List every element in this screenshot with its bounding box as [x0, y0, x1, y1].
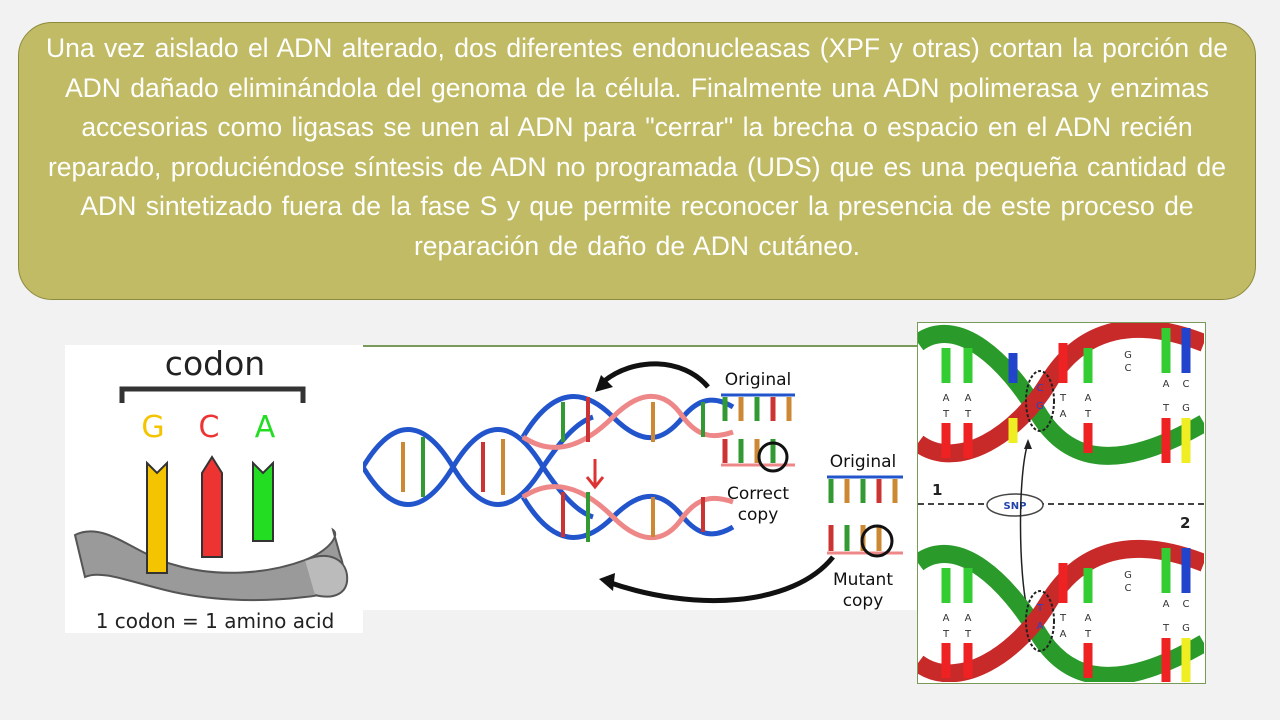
- top-upper-3: T: [1059, 393, 1067, 404]
- label-2: 2: [1180, 514, 1190, 532]
- codon-caption: 1 codon = 1 amino acid: [96, 609, 335, 633]
- description-text: Una vez aislado el ADN alterado, dos dif…: [46, 33, 1228, 261]
- correct-copy-label-2: copy: [738, 505, 779, 525]
- curved-arrow-bottom-icon: [607, 555, 835, 603]
- top-upper-snp: C: [1037, 383, 1044, 394]
- base-a-icon: [252, 460, 274, 542]
- mutant-copy-label-1: Mutant: [833, 570, 893, 590]
- label-1: 1: [932, 481, 942, 499]
- top-lower-7: G: [1182, 403, 1190, 414]
- correct-copy-label-1: Correct: [727, 484, 789, 504]
- bottom-upper-snp: T: [1036, 603, 1044, 614]
- original-strand-bottom: [827, 475, 903, 558]
- top-lower-6: T: [1162, 403, 1170, 414]
- top-upper-6: A: [1163, 379, 1170, 390]
- codon-bracket: [119, 386, 306, 403]
- top-upper-1: A: [965, 393, 972, 404]
- bottom-lower-4: T: [1084, 629, 1092, 640]
- original-label-top: Original: [725, 370, 792, 390]
- top-lower-5: C: [1125, 363, 1132, 374]
- ribbon-backbone: [73, 527, 345, 602]
- helix-bottom: [918, 540, 1204, 682]
- base-letter-c: C: [199, 410, 220, 445]
- codon-title: codon: [165, 345, 265, 383]
- bottom-lower-6: T: [1162, 623, 1170, 634]
- bottom-upper-4: A: [1085, 613, 1092, 624]
- original-label-bottom: Original: [830, 452, 897, 472]
- top-upper-4: A: [1085, 393, 1092, 404]
- bottom-upper-7: C: [1183, 599, 1190, 610]
- top-lower-3: A: [1060, 409, 1067, 420]
- mutant-copy-label-2: copy: [843, 591, 884, 610]
- helix-top: [918, 323, 1204, 465]
- original-strand-top: [721, 393, 795, 473]
- snp-badge: SNP: [986, 493, 1044, 517]
- snp-arrow-icon: [1019, 442, 1029, 614]
- bottom-lower-snp: A: [1037, 621, 1044, 632]
- bottom-lower-0: T: [942, 629, 950, 640]
- bottom-lower-1: T: [964, 629, 972, 640]
- replication-figure: Original Correct copy Original: [363, 345, 917, 610]
- top-lower-snp: G: [1036, 401, 1044, 412]
- bottom-lower-7: G: [1182, 623, 1190, 634]
- top-upper-5: G: [1124, 350, 1132, 361]
- snp-figure: A A C T A G A C T T G A T C T G 1 2 SNP: [917, 322, 1206, 684]
- codon-figure: codon G C A 1 codon = 1 amino acid: [65, 345, 363, 633]
- description-box: Una vez aislado el ADN alterado, dos dif…: [18, 22, 1256, 300]
- top-lower-1: T: [964, 409, 972, 420]
- bottom-lower-3: A: [1060, 629, 1067, 640]
- top-upper-0: A: [943, 393, 950, 404]
- top-upper-7: C: [1183, 379, 1190, 390]
- base-g-icon: [146, 460, 168, 574]
- bottom-upper-1: A: [965, 613, 972, 624]
- base-letter-a: A: [255, 410, 276, 445]
- snp-label: SNP: [1004, 501, 1027, 512]
- bottom-upper-3: T: [1059, 613, 1067, 624]
- down-arrow-icon: [585, 459, 605, 490]
- curved-arrow-top-icon: [601, 361, 710, 389]
- bottom-upper-6: A: [1163, 599, 1170, 610]
- bottom-upper-5: G: [1124, 570, 1132, 581]
- bottom-upper-0: A: [943, 613, 950, 624]
- bottom-lower-5: C: [1125, 583, 1132, 594]
- base-c-icon: [201, 455, 223, 558]
- top-lower-0: T: [942, 409, 950, 420]
- top-lower-4: T: [1084, 409, 1092, 420]
- base-letter-g: G: [141, 410, 164, 445]
